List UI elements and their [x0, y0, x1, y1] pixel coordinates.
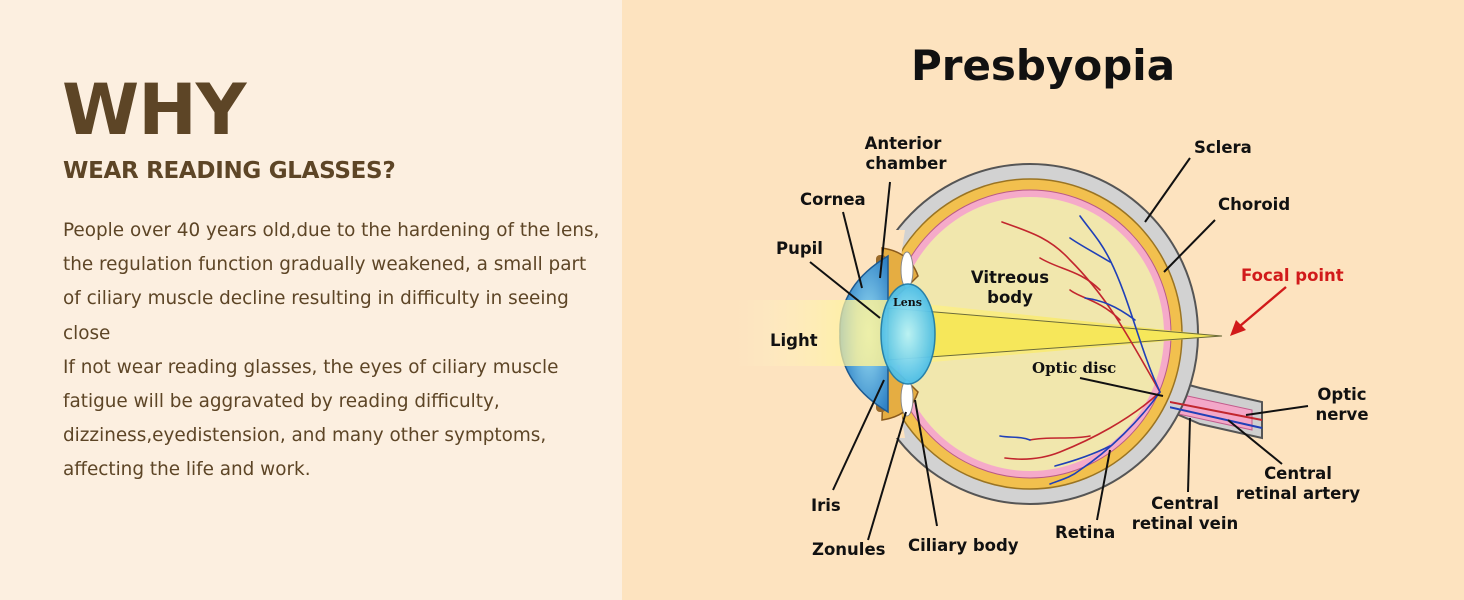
- leader-lines: [809, 157, 1309, 541]
- lens-shape: [880, 283, 936, 385]
- focal-point-arrow: [1230, 286, 1287, 336]
- label-cornea: Cornea: [800, 190, 866, 209]
- label-zonules: Zonules: [812, 540, 886, 559]
- explanation-text: People over 40 years old,due to the hard…: [63, 214, 608, 488]
- paragraph-1: People over 40 years old,due to the hard…: [63, 220, 600, 344]
- why-heading: WHY: [62, 69, 246, 151]
- label-lens: Lens: [893, 296, 922, 309]
- label-pupil: Pupil: [776, 239, 823, 258]
- subheading: WEAR READING GLASSES?: [63, 158, 396, 184]
- optic-nerve-vessels: [1170, 400, 1263, 429]
- paragraph-2: If not wear reading glasses, the eyes of…: [63, 356, 559, 481]
- label-optic-disc: Optic disc: [1032, 359, 1116, 377]
- zonules-upper-shape: [900, 251, 914, 289]
- label-ciliary-body: Ciliary body: [908, 536, 1019, 555]
- label-retina: Retina: [1055, 523, 1115, 542]
- retinal-vessels: [999, 215, 1161, 485]
- label-sclera: Sclera: [1194, 138, 1252, 157]
- info-panel: WHY WEAR READING GLASSES? People over 40…: [0, 0, 622, 600]
- label-light: Light: [770, 331, 818, 350]
- label-choroid: Choroid: [1218, 195, 1290, 214]
- label-focal-point: Focal point: [1241, 266, 1344, 285]
- diagram-title: Presbyopia: [910, 41, 1176, 90]
- zonules-lower-shape: [900, 379, 914, 417]
- label-iris: Iris: [811, 496, 841, 515]
